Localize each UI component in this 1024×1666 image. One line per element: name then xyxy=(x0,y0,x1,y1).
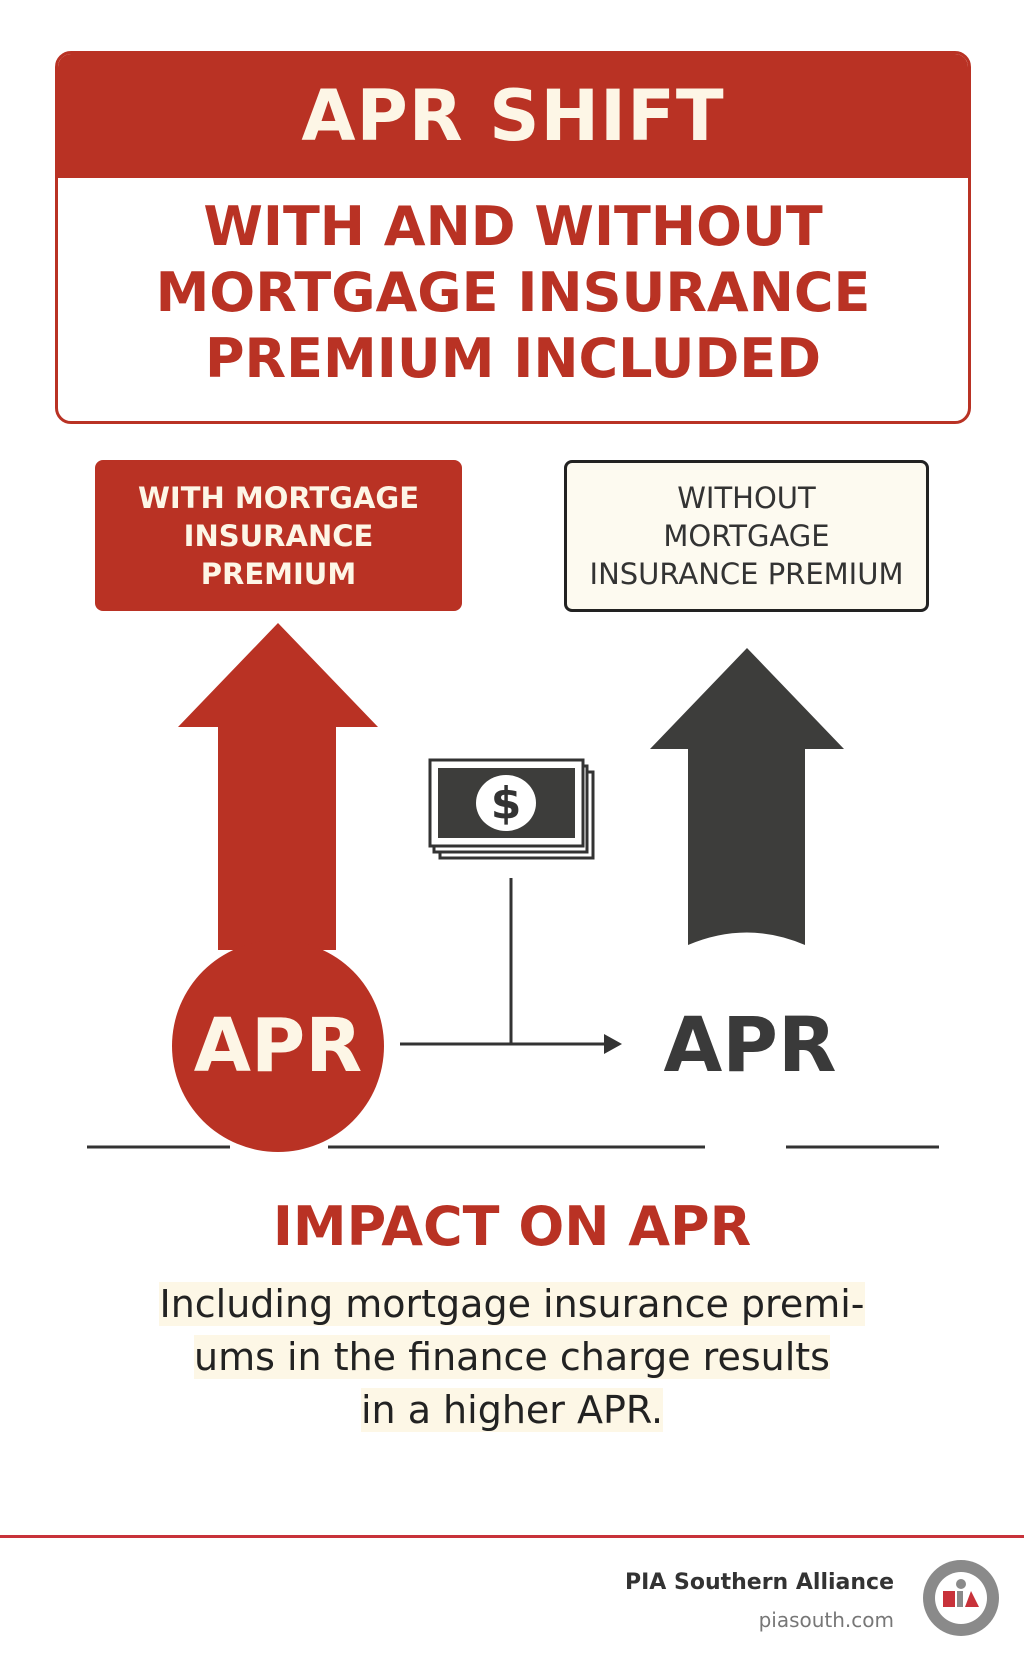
org-url[interactable]: piasouth.com xyxy=(758,1608,894,1632)
body-line: Including mortgage insurance premi- xyxy=(159,1282,865,1326)
impact-heading: IMPACT ON APR xyxy=(272,1195,752,1258)
pia-logo-icon xyxy=(923,1560,999,1636)
label-line: WITH MORTGAGE xyxy=(137,480,420,515)
with-premium-label: WITH MORTGAGE INSURANCE PREMIUM xyxy=(95,460,462,611)
body-line: in a higher APR. xyxy=(360,1388,664,1432)
label-line: PREMIUM xyxy=(200,556,357,591)
subtitle-line: MORTGAGE INSURANCE xyxy=(155,261,871,324)
arrow-right-icon xyxy=(604,1034,622,1054)
money-icon: $ xyxy=(428,758,595,860)
body-line: ums in the finance charge results xyxy=(194,1335,830,1379)
apr-with-premium: APR xyxy=(172,940,384,1152)
label-line: WITHOUT xyxy=(677,481,816,515)
subtitle: WITH AND WITHOUT MORTGAGE INSURANCE PREM… xyxy=(58,194,968,392)
impact-description: Including mortgage insurance premi- ums … xyxy=(112,1278,912,1437)
without-premium-label: WITHOUT MORTGAGE INSURANCE PREMIUM xyxy=(564,460,929,612)
label-line: INSURANCE PREMIUM xyxy=(589,557,904,591)
gray-up-arrow-icon xyxy=(650,648,844,945)
page-title: APR SHIFT xyxy=(301,75,725,157)
label-line: INSURANCE xyxy=(183,518,374,553)
org-name: PIA Southern Alliance xyxy=(624,1570,894,1595)
subtitle-line: WITH AND WITHOUT xyxy=(203,195,823,258)
apr-without-premium: APR xyxy=(663,1000,837,1089)
dollar-sign: $ xyxy=(491,778,522,829)
footer-divider xyxy=(0,1535,1024,1538)
subtitle-line: PREMIUM INCLUDED xyxy=(204,327,822,390)
title-band: APR SHIFT xyxy=(58,54,968,178)
title-card: APR SHIFT WITH AND WITHOUT MORTGAGE INSU… xyxy=(55,51,971,424)
red-up-arrow-icon xyxy=(178,623,378,950)
label-line: MORTGAGE xyxy=(663,519,830,553)
